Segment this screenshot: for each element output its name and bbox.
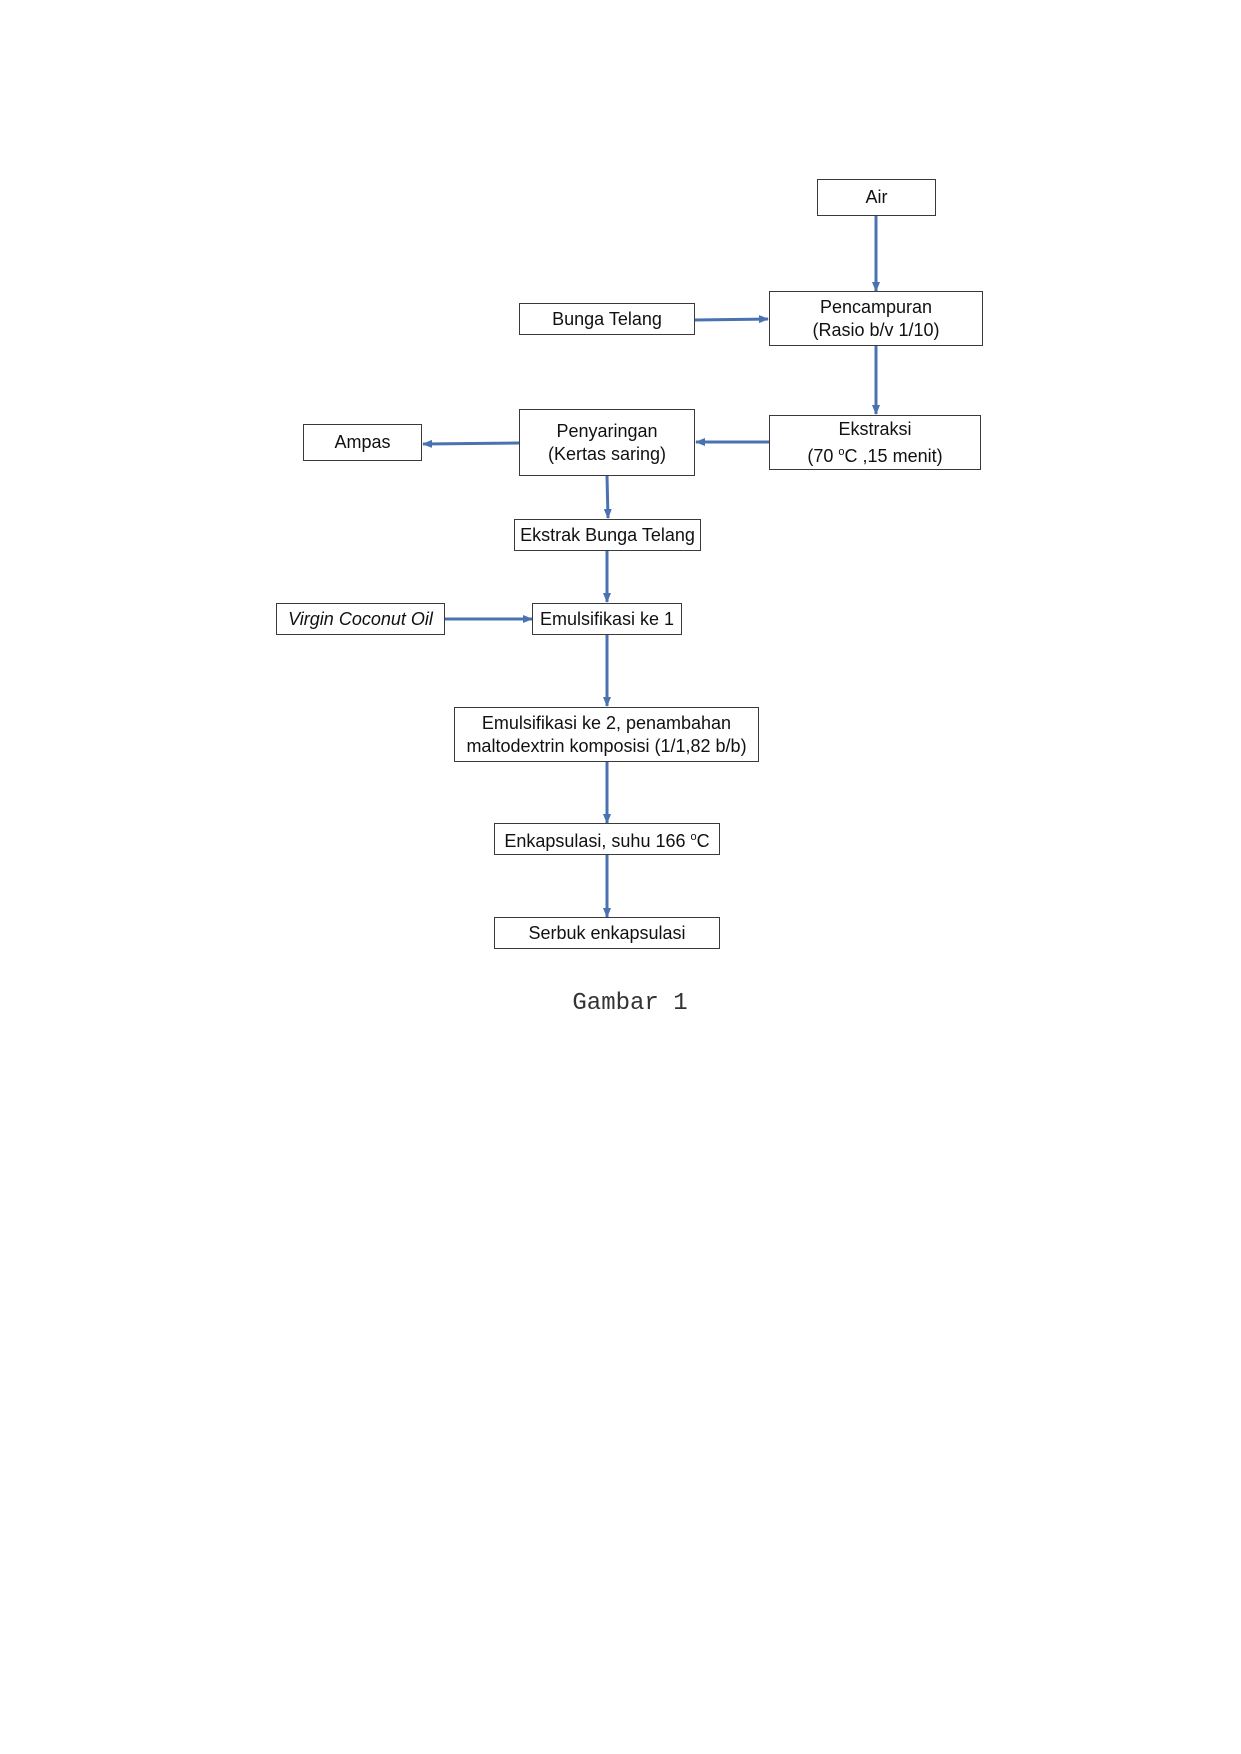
node-bunga-telang-label: Bunga Telang (552, 308, 662, 329)
node-vco-label: Virgin Coconut Oil (288, 608, 433, 629)
node-ampas: Ampas (303, 424, 422, 461)
node-pencampuran: Pencampuran (Rasio b/v 1/10) (769, 291, 983, 346)
node-serbuk-enkapsulasi: Serbuk enkapsulasi (494, 917, 720, 949)
node-ekstraksi: Ekstraksi (70 oC ,15 menit) (769, 415, 981, 470)
node-serbuk-label: Serbuk enkapsulasi (528, 922, 686, 943)
node-penyaringan-label: Penyaringan (556, 420, 658, 441)
node-ekstrak-bunga-telang: Ekstrak Bunga Telang (514, 519, 701, 551)
node-enkapsulasi: Enkapsulasi, suhu 166 oC (494, 823, 720, 855)
ekstraksi-temp-pre: (70 (807, 445, 839, 466)
node-emulsifikasi2-label: Emulsifikasi ke 2, penambahan (481, 712, 732, 733)
node-ampas-label: Ampas (334, 432, 391, 452)
node-emulsifikasi-2: Emulsifikasi ke 2, penambahan maltodextr… (454, 707, 759, 762)
node-penyaringan: Penyaringan (Kertas saring) (519, 409, 695, 476)
figure-caption: Gambar 1 (572, 990, 688, 1017)
enkapsulasi-pre: Enkapsulasi, suhu 166 (504, 830, 691, 851)
enkapsulasi-post: C (696, 830, 710, 851)
ekstraksi-degree-sup: o (838, 445, 845, 458)
node-emulsifikasi2-detail: maltodextrin komposisi (1/1,82 b/b) (466, 735, 747, 756)
node-penyaringan-detail: (Kertas saring) (547, 443, 667, 464)
node-ekstrak-label: Ekstrak Bunga Telang (520, 524, 695, 545)
node-air: Air (817, 179, 936, 216)
arrow-penyaringan-to-ampas (422, 439, 520, 448)
node-bunga-telang: Bunga Telang (519, 303, 695, 335)
arrow-bunga-to-pencampuran (693, 315, 769, 324)
node-emulsifikasi-1: Emulsifikasi ke 1 (532, 603, 682, 635)
enkapsulasi-degree-sup: o (690, 830, 697, 843)
node-ekstraksi-label: Ekstraksi (838, 418, 912, 439)
ekstraksi-temp-post: C ,15 menit) (844, 445, 943, 466)
node-virgin-coconut-oil: Virgin Coconut Oil (276, 603, 445, 635)
node-ekstraksi-detail: (70 oC ,15 menit) (807, 441, 942, 468)
arrow-penyaringan-to-ekstrak (603, 475, 612, 519)
node-enkapsulasi-label: Enkapsulasi, suhu 166 oC (504, 826, 709, 853)
node-pencampuran-detail: (Rasio b/v 1/10) (812, 319, 940, 340)
node-air-label: Air (865, 187, 888, 207)
node-emulsifikasi1-label: Emulsifikasi ke 1 (539, 608, 675, 629)
node-pencampuran-label: Pencampuran (819, 296, 933, 317)
